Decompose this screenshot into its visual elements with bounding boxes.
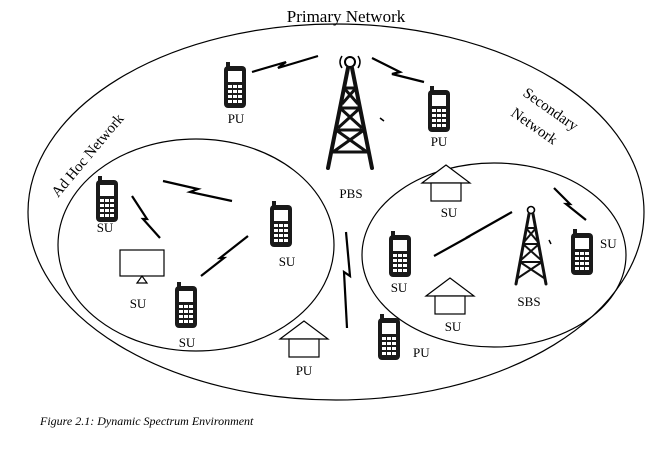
- su-label: SU: [600, 236, 617, 251]
- primary-network-title: Primary Network: [287, 7, 406, 26]
- su-label: SU: [445, 319, 462, 334]
- house-icon: [421, 164, 471, 202]
- su-label: SU: [441, 205, 458, 220]
- su-label: SU: [97, 220, 114, 235]
- lightning-link-icon: [131, 195, 161, 239]
- su-label: SU: [391, 280, 408, 295]
- pu-label: PU: [228, 111, 245, 126]
- lightning-link-icon: [433, 211, 513, 257]
- lightning-link-icon: [342, 231, 352, 329]
- lightning-link-icon: [251, 54, 319, 74]
- lightning-link-icon: [162, 179, 233, 203]
- cell-phone-icon: [96, 176, 118, 222]
- cell-phone-icon: [224, 62, 246, 108]
- pu-label: PU: [431, 134, 448, 149]
- laptop-icon: [119, 249, 165, 284]
- cell-phone-icon: [378, 314, 400, 360]
- cell-phone-icon: [175, 282, 197, 328]
- pbs-label: PBS: [339, 186, 362, 201]
- su-label: SU: [179, 335, 196, 350]
- secondary-network-boundary: [361, 162, 627, 348]
- tower-signal-mark: [379, 117, 385, 122]
- cell-phone-icon: [389, 231, 411, 277]
- tower-signal-mark: [548, 239, 552, 245]
- lightning-link-icon: [371, 57, 425, 84]
- lightning-link-icon: [200, 235, 249, 277]
- cell-phone-icon: [270, 201, 292, 247]
- su-label: SU: [130, 296, 147, 311]
- tower-icon: [514, 205, 548, 286]
- figure-caption: Figure 2.1: Dynamic Spectrum Environment: [40, 414, 254, 428]
- adhoc-network-boundary: [57, 138, 335, 352]
- su-label: SU: [279, 254, 296, 269]
- primary-network-boundary: [27, 23, 645, 401]
- pu-label: PU: [296, 363, 313, 378]
- sbs-label: SBS: [517, 294, 540, 309]
- pu-label: PU: [413, 345, 430, 360]
- tower-icon: [326, 55, 374, 170]
- house-icon: [279, 320, 329, 358]
- cell-phone-icon: [428, 86, 450, 132]
- lightning-link-icon: [553, 187, 587, 221]
- cell-phone-icon: [571, 229, 593, 275]
- house-icon: [425, 277, 475, 315]
